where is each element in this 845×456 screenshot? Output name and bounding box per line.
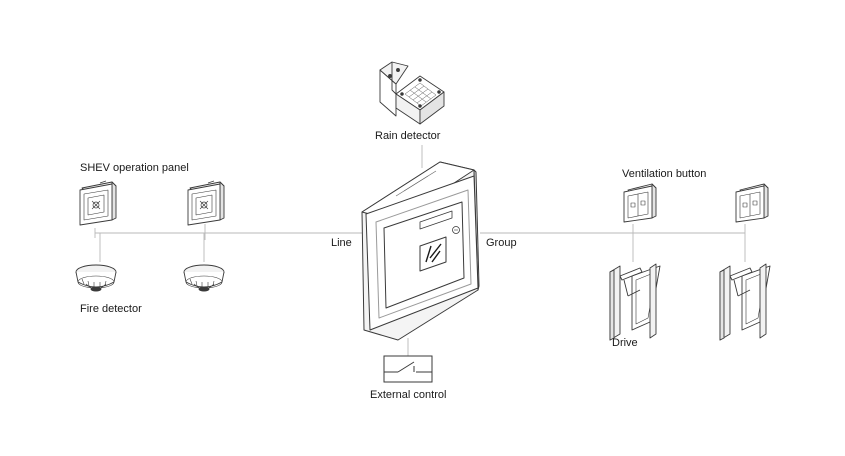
ventilation-button-device-1 <box>623 183 657 223</box>
drive-label: Drive <box>612 337 638 349</box>
external-control-switch <box>383 355 433 383</box>
control-unit <box>361 161 480 341</box>
drive-device-2 <box>719 263 771 341</box>
fire-detector-label: Fire detector <box>80 303 142 315</box>
ventilation-button-label: Ventilation button <box>622 168 707 180</box>
shev-panel-device-2 <box>187 180 225 226</box>
logo-icon <box>425 243 442 263</box>
ventilation-button-device-2 <box>735 183 769 223</box>
group-label: Group <box>486 237 517 249</box>
shev-panel-label: SHEV operation panel <box>80 162 189 174</box>
drive-device-1 <box>609 263 661 341</box>
rain-detector-label: Rain detector <box>375 130 441 142</box>
rain-detector-device <box>379 61 445 125</box>
fire-detector-device-1 <box>75 264 117 292</box>
connector-lines <box>94 145 746 356</box>
fire-detector-device-2 <box>183 264 225 292</box>
shev-panel-device-1 <box>79 180 117 226</box>
line-label: Line <box>331 237 352 249</box>
external-control-label: External control <box>370 389 447 401</box>
